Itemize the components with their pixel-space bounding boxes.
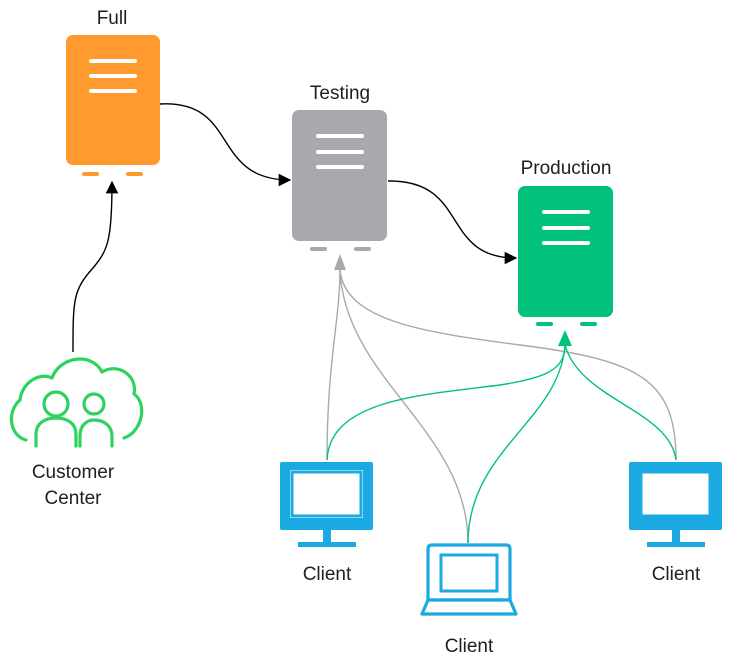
server-production-label: Production	[521, 158, 612, 179]
testing-to-production-arrow	[387, 180, 518, 265]
client-middle-label: Client	[445, 636, 494, 657]
server-full-label: Full	[97, 8, 128, 29]
customer-center-label-line1: Customer	[32, 462, 115, 483]
production-links	[326, 330, 677, 544]
server-full: Full	[66, 8, 160, 176]
customer-center-label-line2: Center	[44, 488, 102, 509]
client-left: Client	[280, 462, 373, 585]
client-middle-to-testing-link	[339, 269, 469, 544]
customer-to-full-arrow	[72, 180, 119, 353]
connections	[72, 103, 677, 544]
server-production: Production	[518, 158, 613, 326]
server-testing: Testing	[292, 83, 387, 251]
customer-center: Customer Center	[9, 357, 144, 509]
client-right-label: Client	[652, 564, 701, 585]
full-to-testing-arrow	[159, 103, 292, 187]
monitor-icon	[280, 462, 373, 547]
testing-arrowhead	[334, 254, 346, 270]
server-production-icon	[518, 186, 613, 326]
client-left-to-production-link	[326, 344, 566, 461]
cloud-users-icon	[9, 357, 144, 448]
client-right-to-production-link	[564, 344, 677, 461]
client-right-to-testing-link	[339, 269, 677, 461]
server-full-icon	[66, 35, 160, 176]
monitor-icon	[629, 462, 722, 547]
server-testing-icon	[292, 110, 387, 251]
testing-links	[326, 254, 677, 544]
production-arrowhead	[558, 330, 572, 346]
client-right: Client	[629, 462, 722, 585]
client-left-label: Client	[303, 564, 352, 585]
client-middle-to-production-link	[467, 344, 566, 544]
server-testing-label: Testing	[310, 83, 370, 104]
client-left-to-testing-link	[326, 269, 341, 461]
laptop-icon	[420, 543, 518, 616]
client-middle: Client	[420, 543, 518, 657]
